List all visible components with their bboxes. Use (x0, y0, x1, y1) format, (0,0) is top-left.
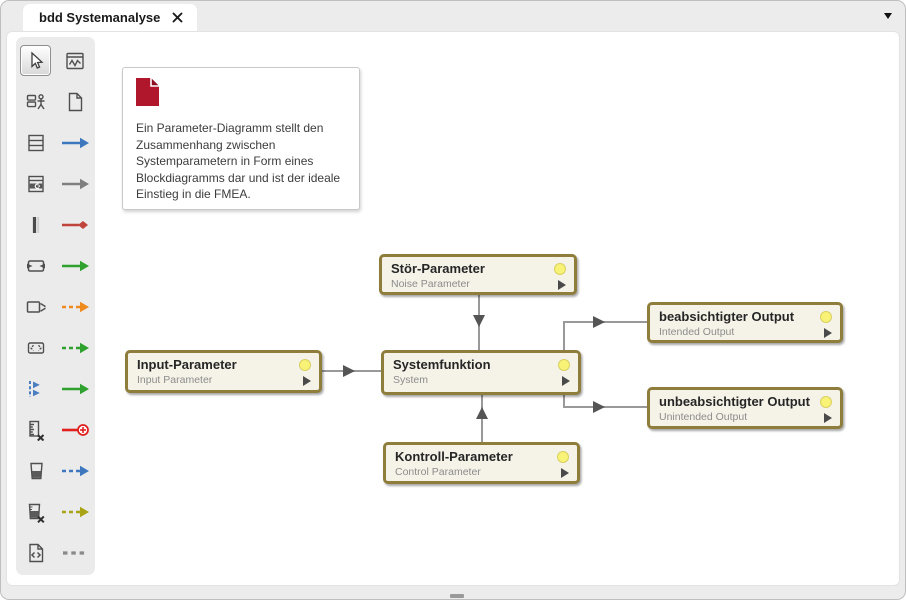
expand-triangle-icon[interactable] (303, 376, 311, 386)
code-page-icon (29, 543, 43, 562)
tool-arrow-dashed-orange[interactable] (58, 290, 92, 324)
beaker-icon (29, 462, 43, 479)
note-text: Ein Parameter-Diagramm stellt den Zusamm… (136, 121, 341, 201)
tool-block-cut[interactable] (19, 290, 53, 324)
block-unbeabsichtigter-output[interactable]: unbeabsichtigter Output Unintended Outpu… (647, 387, 843, 429)
block-cut-icon (26, 300, 46, 313)
arrow-diamond-red-icon (62, 220, 89, 229)
block-title: Kontroll-Parameter (395, 449, 513, 464)
arrow-solid-gray-icon (62, 178, 90, 189)
dashed-line-gray-icon (63, 550, 88, 555)
block-title: Input-Parameter (137, 357, 237, 372)
status-dot-icon (299, 359, 311, 371)
block-subtitle: Noise Parameter (391, 278, 470, 290)
block-subtitle: Intended Output (659, 326, 735, 338)
block-dashed-icon (27, 341, 44, 354)
block-compartments-icon (28, 134, 44, 151)
status-dot-icon (558, 359, 570, 371)
tool-block-actor[interactable] (19, 85, 53, 119)
tool-ruler-delete[interactable] (19, 413, 53, 447)
parametric-diagram-icon (66, 52, 84, 69)
tool-parametric-diagram[interactable] (58, 44, 92, 78)
expand-triangle-icon[interactable] (824, 413, 832, 423)
tool-dashed-line-gray[interactable] (58, 536, 92, 570)
tool-arrow-dashed-blue[interactable] (58, 454, 92, 488)
pointer-icon (31, 51, 44, 69)
block-subtitle: System (393, 374, 429, 386)
block-actor-icon (26, 93, 45, 109)
arrowhead-down-icon (473, 315, 485, 327)
arrow-dashed-orange-icon (62, 301, 90, 312)
apply-pattern-icon (28, 380, 40, 397)
tool-arrow-solid-blue[interactable] (58, 126, 92, 160)
scrollbar-thumb[interactable] (450, 594, 464, 598)
arrowhead-right-icon (593, 401, 605, 413)
tool-arrow-diamond-red[interactable] (58, 208, 92, 242)
red-document-icon (136, 78, 159, 106)
chevron-down-icon[interactable] (884, 13, 892, 19)
block-input-parameter[interactable]: Input-Parameter Input Parameter (125, 350, 322, 393)
status-dot-icon (554, 263, 566, 275)
block-beabsichtigter-output[interactable]: beabsichtigter Output Intended Output (647, 302, 843, 343)
tool-arrow-dashed-green[interactable] (58, 331, 92, 365)
arrow-dashed-green-icon (62, 342, 90, 353)
tool-apply-pattern[interactable] (19, 372, 53, 406)
block-title: beabsichtigter Output (659, 309, 795, 324)
arrow-solid-blue-icon (62, 137, 90, 148)
diagram-canvas[interactable]: Ein Parameter-Diagramm stellt den Zusamm… (6, 31, 900, 586)
block-stoer-parameter[interactable]: Stör-Parameter Noise Parameter (379, 254, 577, 295)
tab-bdd-systemanalyse[interactable]: bdd Systemanalyse (23, 4, 198, 31)
block-reference-icon (28, 175, 44, 192)
block-subtitle: Unintended Output (659, 411, 748, 423)
status-dot-icon (557, 451, 569, 463)
tool-palette (16, 37, 95, 575)
beaker-delete-icon (28, 503, 45, 523)
close-icon[interactable] (172, 12, 183, 23)
tool-partition-bar[interactable] (19, 208, 53, 242)
arrow-dashed-blue-icon (62, 465, 90, 476)
tool-block-reference[interactable] (19, 167, 53, 201)
arrow-solid-green-icon (62, 260, 90, 271)
tool-beaker[interactable] (19, 454, 53, 488)
block-title: Systemfunktion (393, 357, 491, 372)
arrowhead-right-icon (593, 316, 605, 328)
block-title: Stör-Parameter (391, 261, 485, 276)
arrowhead-up-icon (476, 407, 488, 419)
expand-triangle-icon[interactable] (558, 280, 566, 290)
tool-arrow-solid-green-2[interactable] (58, 372, 92, 406)
block-kontroll-parameter[interactable]: Kontroll-Parameter Control Parameter (383, 442, 580, 484)
arrow-dashed-olive-icon (62, 506, 90, 517)
note-box[interactable]: Ein Parameter-Diagramm stellt den Zusamm… (122, 67, 360, 210)
block-title: unbeabsichtigter Output (659, 394, 810, 409)
status-dot-icon (820, 311, 832, 323)
tool-arrow-solid-green[interactable] (58, 249, 92, 283)
tool-select-pointer[interactable] (20, 45, 52, 76)
expand-triangle-icon[interactable] (561, 468, 569, 478)
status-dot-icon (820, 396, 832, 408)
tool-blank-page[interactable] (58, 85, 92, 119)
block-systemfunktion[interactable]: Systemfunktion System (381, 350, 581, 395)
tool-port-block[interactable] (19, 249, 53, 283)
ruler-delete-icon (29, 420, 44, 441)
tool-beaker-delete[interactable] (19, 495, 53, 529)
tool-block-compartments[interactable] (19, 126, 53, 160)
tab-label: bdd Systemanalyse (39, 10, 161, 25)
arrow-solid-green-icon (62, 383, 90, 394)
blank-page-icon (69, 92, 83, 111)
arrow-circleplus-red-icon (62, 423, 90, 436)
port-block-icon (26, 259, 45, 272)
tool-block-dashed[interactable] (19, 331, 53, 365)
tool-arrow-dashed-olive[interactable] (58, 495, 92, 529)
tab-bar: bdd Systemanalyse (1, 1, 905, 31)
tool-arrow-circleplus-red[interactable] (58, 413, 92, 447)
expand-triangle-icon[interactable] (562, 376, 570, 386)
partition-bar-icon (32, 216, 39, 233)
block-subtitle: Input Parameter (137, 374, 213, 386)
tool-arrow-solid-gray[interactable] (58, 167, 92, 201)
block-subtitle: Control Parameter (395, 466, 481, 478)
expand-triangle-icon[interactable] (824, 328, 832, 338)
tool-code-page[interactable] (19, 536, 53, 570)
arrowhead-right-icon (343, 365, 355, 377)
